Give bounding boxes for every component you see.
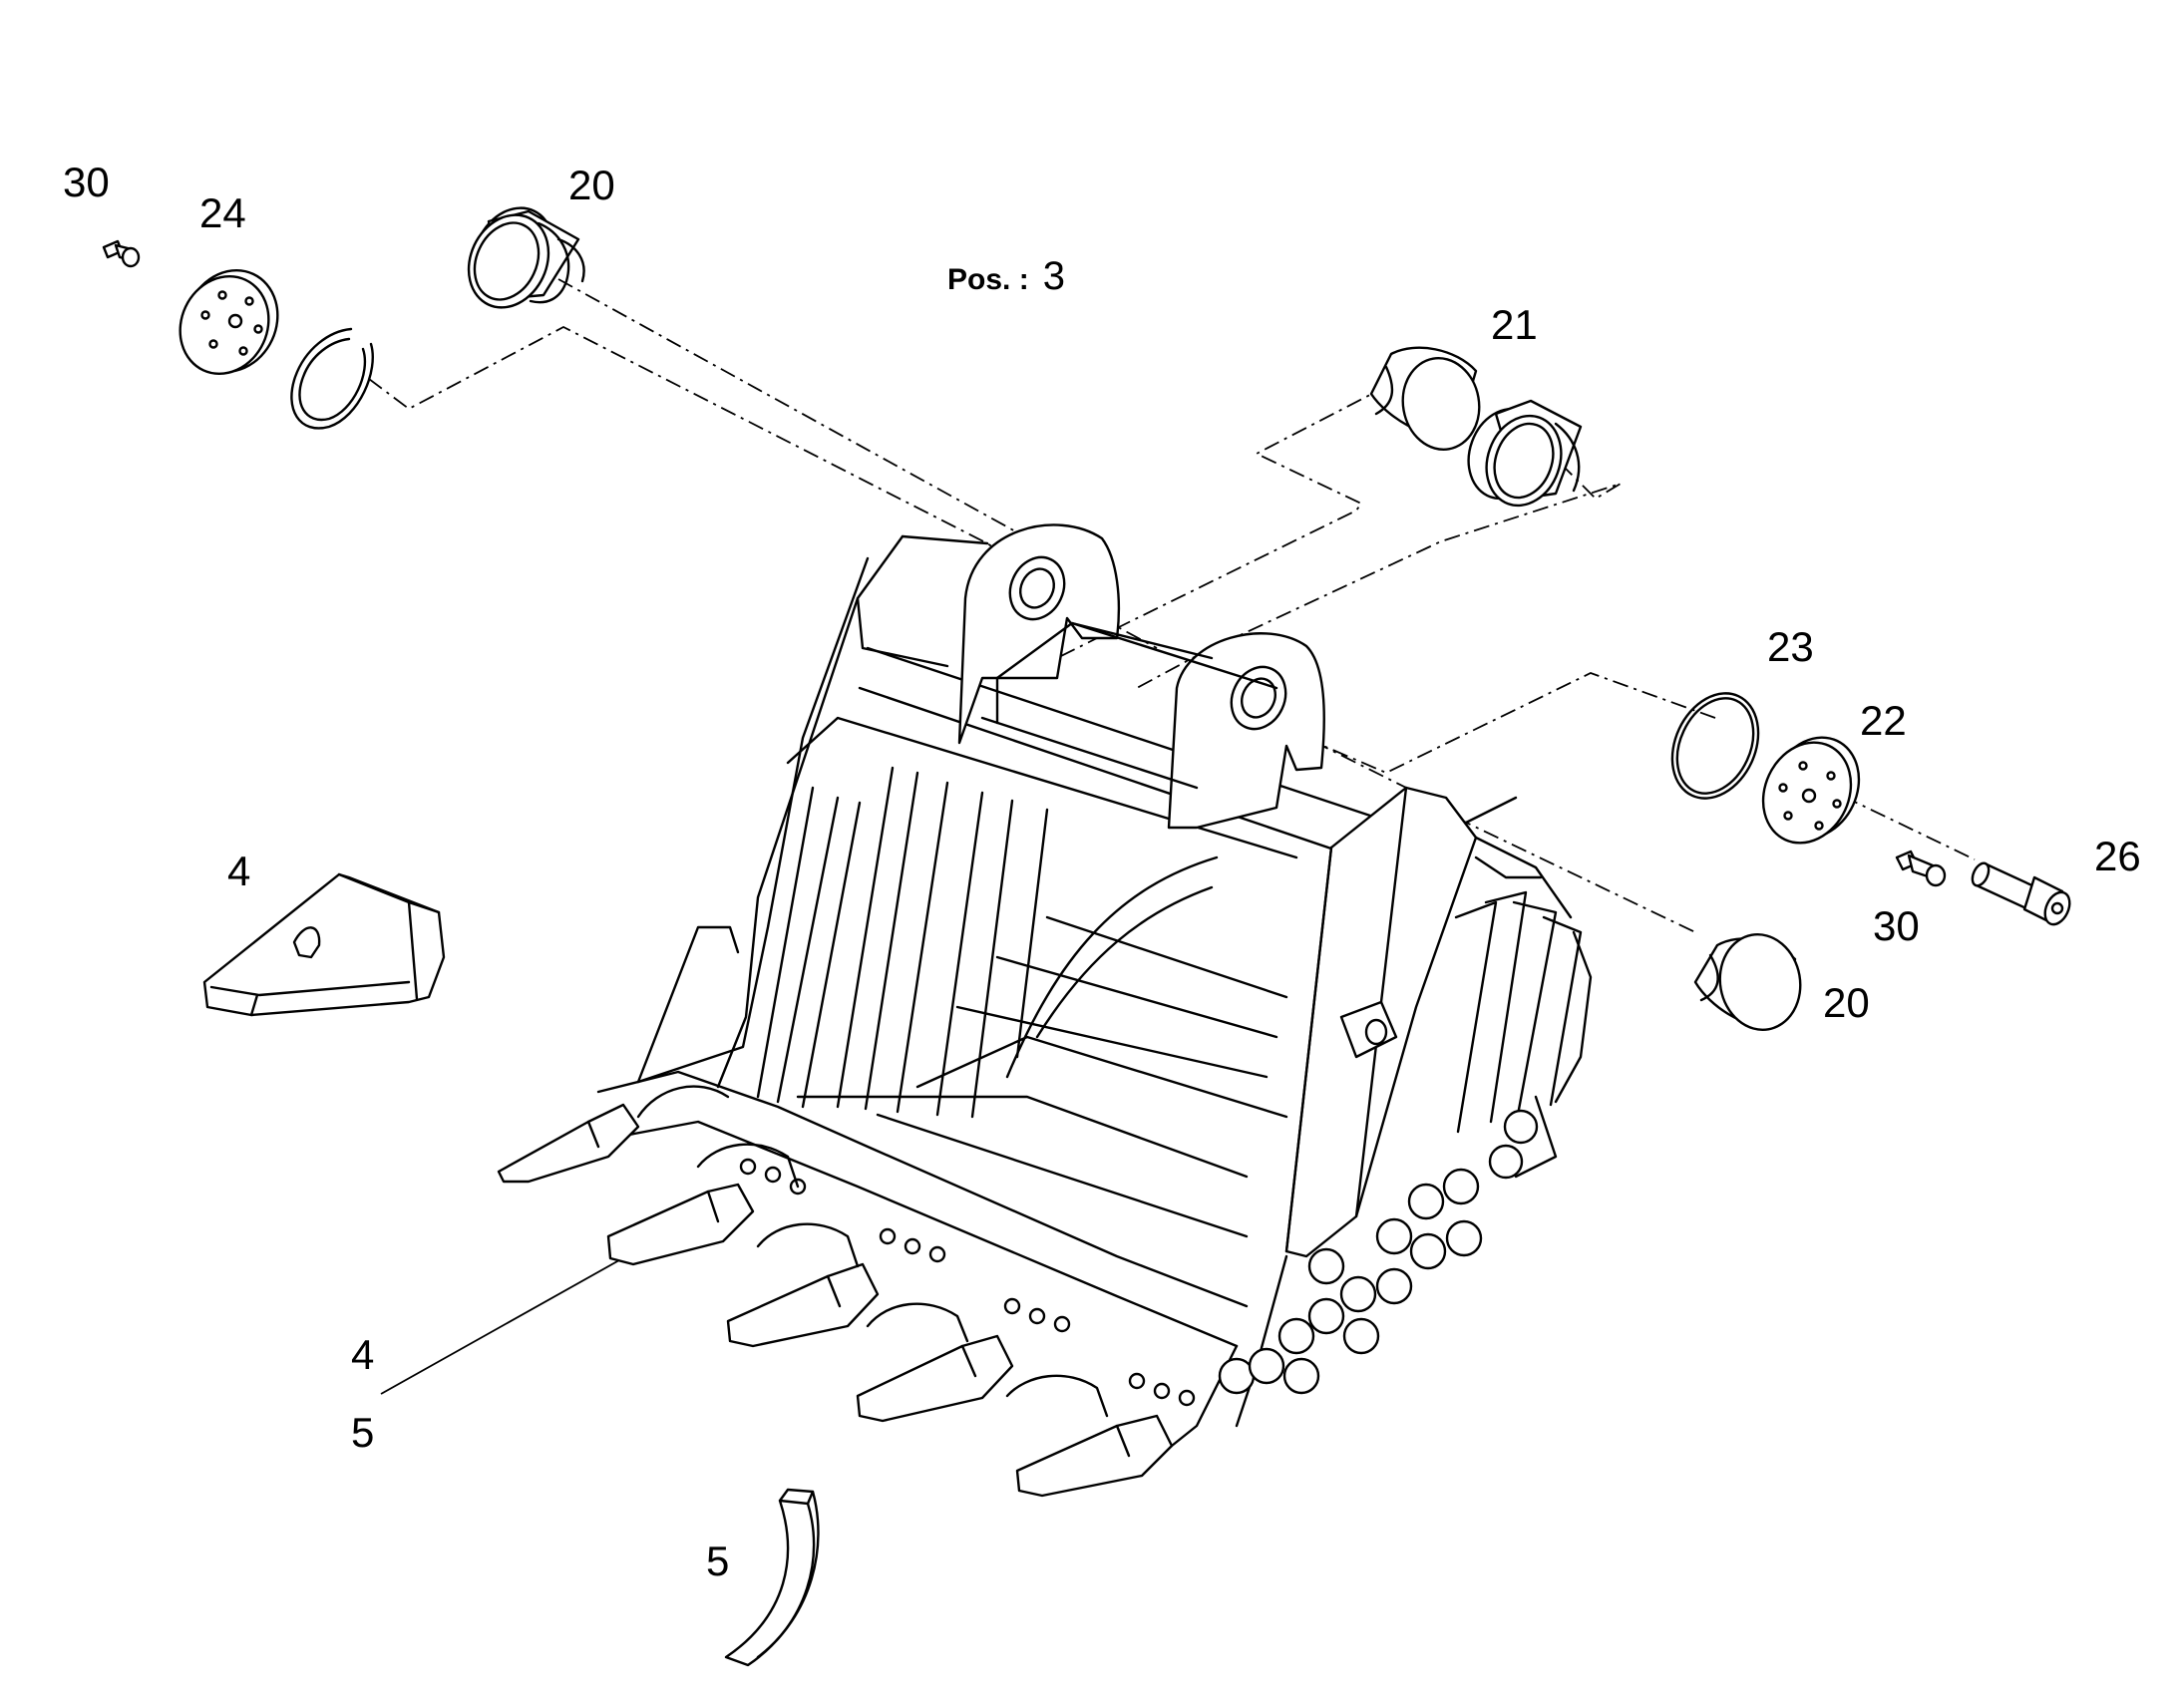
callout-5-strip: 5 xyxy=(706,1537,730,1584)
position-reference: Pos. : 3 xyxy=(947,254,1065,299)
excavator-bucket-body xyxy=(497,523,1593,1498)
o-ring-23 xyxy=(1670,692,1760,800)
callout-24: 24 xyxy=(199,189,246,236)
bushing-20-top xyxy=(467,206,585,309)
assembly-axis-lines xyxy=(368,278,1976,933)
snap-ring-left xyxy=(290,327,374,430)
callout-23: 23 xyxy=(1767,623,1814,670)
position-value: 3 xyxy=(1042,254,1065,298)
screw-26 xyxy=(1971,861,2071,926)
wear-strip-5 xyxy=(724,1488,820,1667)
callout-20-top: 20 xyxy=(568,162,615,208)
cover-plate-24 xyxy=(179,268,279,376)
callout-22: 22 xyxy=(1860,697,1907,744)
callout-5-leader: 5 xyxy=(351,1409,375,1456)
bushing-20-right xyxy=(1467,399,1583,508)
grease-nipple-30-right xyxy=(1895,850,1947,887)
plug-20-lower xyxy=(1693,933,1802,1031)
callout-30-upper: 30 xyxy=(63,159,110,205)
callout-4-tooth: 4 xyxy=(227,848,251,894)
callout-4-leader: 4 xyxy=(351,1331,375,1378)
callout-30-right: 30 xyxy=(1873,902,1920,949)
leader-line-4-5 xyxy=(380,1255,627,1395)
callout-26: 26 xyxy=(2094,833,2141,879)
callout-20-lower: 20 xyxy=(1823,979,1870,1026)
position-label: Pos. : xyxy=(947,263,1029,296)
cover-plate-22 xyxy=(1761,736,1861,845)
callout-21: 21 xyxy=(1491,301,1538,348)
grease-nipple-30-upper xyxy=(102,239,141,268)
tooth-4-loose xyxy=(202,872,446,1017)
plug-21 xyxy=(1369,346,1481,451)
